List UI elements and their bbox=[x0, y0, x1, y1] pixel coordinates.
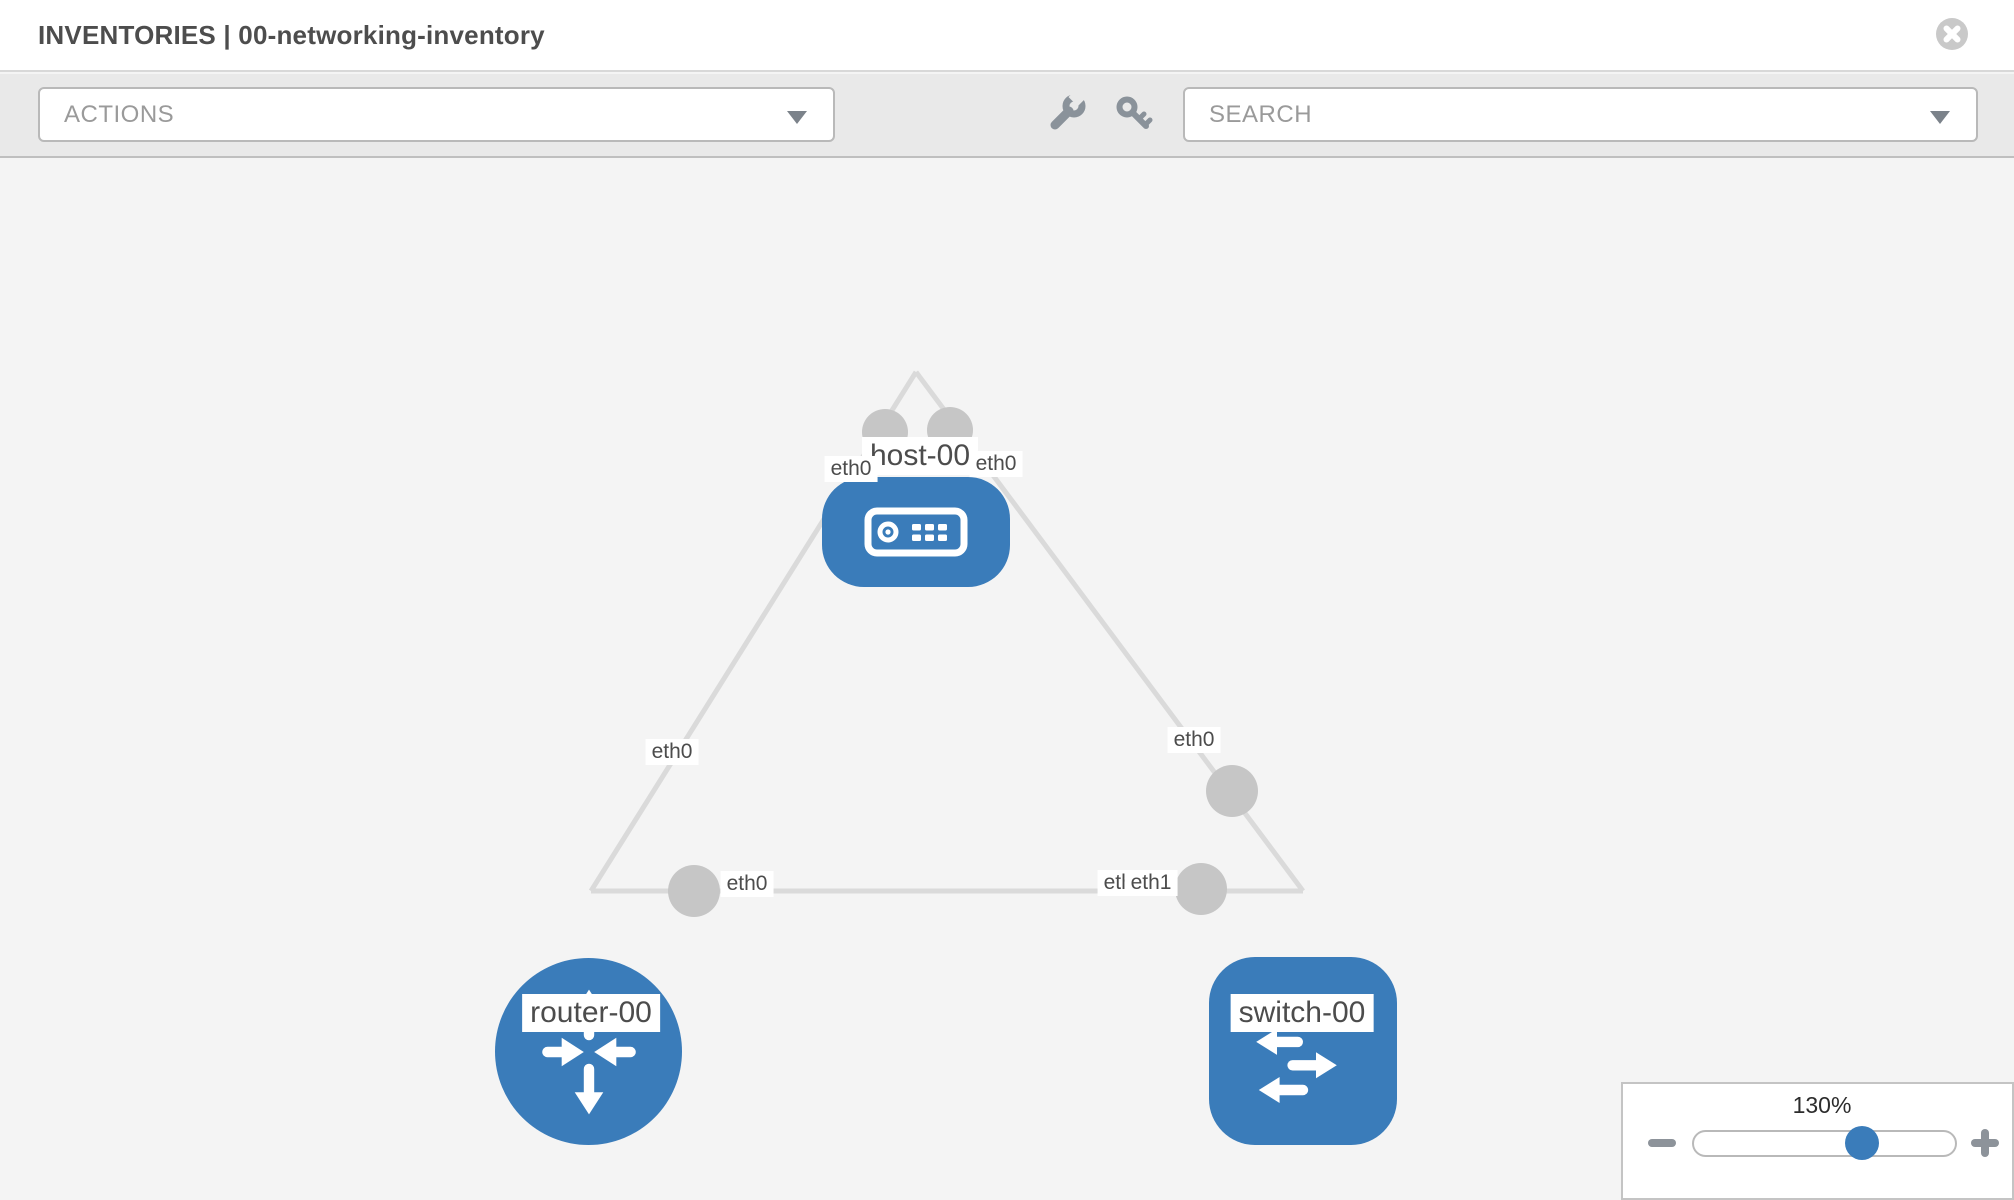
toolbar: ACTIONS SEARCH bbox=[0, 74, 2014, 158]
search-placeholder: SEARCH bbox=[1209, 100, 1313, 128]
topology-canvas[interactable]: host-00 router-00 switch-00 eth0 eth0 et… bbox=[0, 160, 2014, 1200]
node-label-switch-00: switch-00 bbox=[1230, 994, 1374, 1032]
credentials-button[interactable] bbox=[1106, 86, 1162, 142]
key-icon bbox=[1116, 96, 1153, 129]
close-button[interactable] bbox=[1936, 18, 1968, 50]
node-host-00[interactable] bbox=[822, 477, 1010, 587]
actions-dropdown[interactable]: ACTIONS bbox=[38, 87, 835, 142]
close-icon bbox=[1943, 25, 1961, 43]
chevron-down-icon bbox=[1930, 111, 1950, 124]
node-switch-00[interactable] bbox=[1209, 957, 1397, 1145]
tools-button[interactable] bbox=[1038, 86, 1094, 142]
node-label-router-00: router-00 bbox=[522, 994, 660, 1032]
host-icon bbox=[864, 507, 968, 557]
interface-label: eth0 bbox=[969, 451, 1023, 477]
plus-icon bbox=[1981, 1129, 1989, 1157]
topology-links-layer bbox=[588, 370, 1306, 917]
interface-label: eth1 bbox=[1124, 870, 1178, 896]
port-router-to-switch bbox=[668, 865, 720, 917]
node-label-host-00: host-00 bbox=[861, 437, 979, 475]
interface-label: eth0 bbox=[824, 456, 878, 482]
zoom-out-button[interactable] bbox=[1648, 1139, 1676, 1147]
interface-label: eth0 bbox=[720, 871, 774, 897]
interface-label: eth0 bbox=[645, 739, 699, 765]
search-dropdown[interactable]: SEARCH bbox=[1183, 87, 1978, 142]
chevron-down-icon bbox=[787, 111, 807, 124]
port-switch-to-router bbox=[1175, 863, 1227, 915]
page-title: INVENTORIES | 00-networking-inventory bbox=[38, 20, 545, 50]
interface-label: eth0 bbox=[1167, 727, 1221, 753]
wrench-icon bbox=[1050, 93, 1087, 130]
zoom-in-button[interactable] bbox=[1971, 1129, 1999, 1157]
zoom-slider-track[interactable] bbox=[1692, 1130, 1957, 1157]
actions-dropdown-label: ACTIONS bbox=[64, 100, 175, 128]
header: INVENTORIES | 00-networking-inventory bbox=[0, 0, 2014, 72]
port-switch-to-host bbox=[1206, 765, 1258, 817]
node-router-00[interactable] bbox=[495, 958, 682, 1145]
zoom-slider-handle[interactable] bbox=[1845, 1126, 1879, 1160]
zoom-level-value: 130% bbox=[1792, 1092, 1852, 1118]
